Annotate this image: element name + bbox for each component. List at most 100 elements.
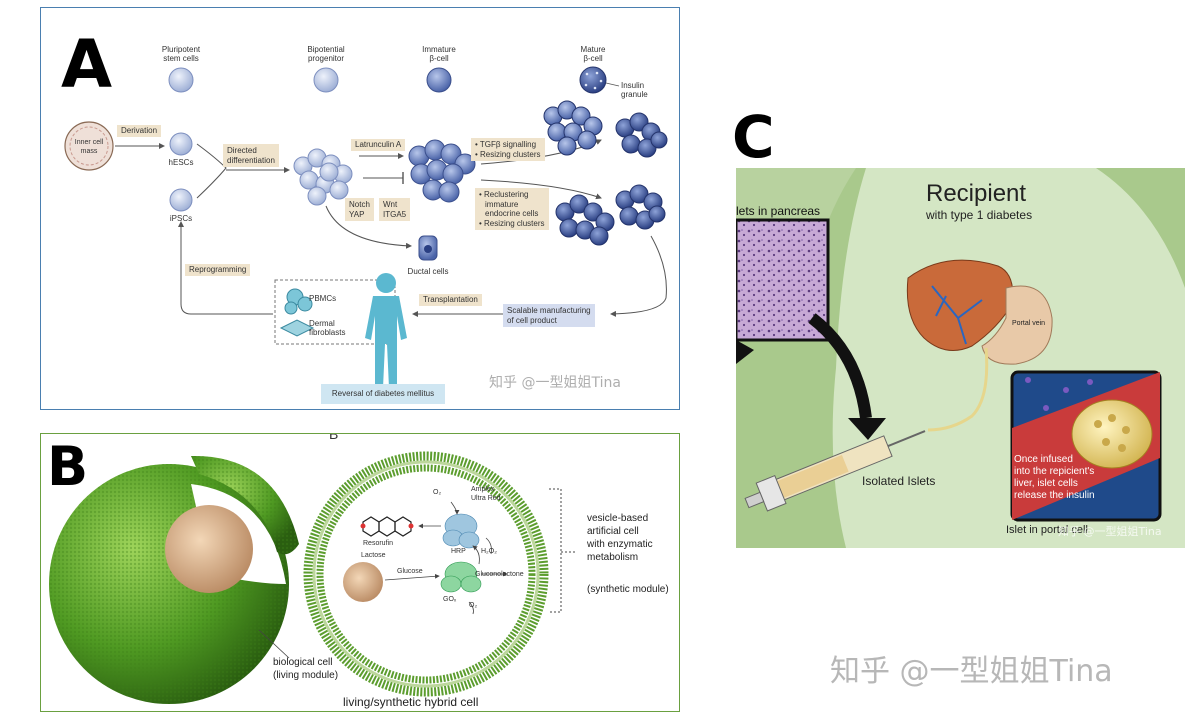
- label-biological-cell-line-1: biological cell: [273, 657, 333, 668]
- panel-b-diagram: [49, 451, 575, 704]
- ipsc-cell-icon: [169, 188, 193, 212]
- panel-b-corner-letter: B: [329, 433, 339, 442]
- label-vesicle-line-4: metabolism: [587, 552, 639, 563]
- label-ipscs: iPSCs: [169, 214, 193, 223]
- panel-b-letter: B: [47, 435, 89, 498]
- mature-cluster-bottom-right-icon: [615, 184, 666, 230]
- label-infused-line-2: into the repicient's: [1014, 466, 1095, 477]
- label-dermal-1: Dermal: [309, 319, 335, 328]
- infusion-tube: [927, 347, 989, 432]
- label-isolated-islets: Isolated Islets: [862, 474, 936, 488]
- hesc-cell-icon: [169, 132, 193, 156]
- label-mature-1: Mature: [580, 45, 606, 54]
- tag-tgfb: • TGFβ signalling • Resizing clusters: [471, 138, 545, 162]
- tag-directed-line-2: differentiation: [227, 155, 275, 165]
- label-ductal-cells: Ductal cells: [407, 267, 449, 276]
- label-vesicle-line-3: with enzymatic: [587, 539, 653, 550]
- tag-scalable: Scalable manufacturing of cell product: [503, 304, 595, 328]
- label-vesicle-line-1: vesicle-based: [587, 513, 649, 524]
- vesicle-ring-outer: [303, 451, 549, 697]
- pluripotent-cell-icon: [168, 67, 194, 93]
- panel-a: A Pluripotent stem cells Bipotential pro…: [40, 7, 680, 410]
- label-resorufin: Resorufin: [363, 540, 393, 547]
- panel-c: lets in pancreas Recipient with type 1 d…: [736, 168, 1185, 548]
- label-o2-bottom: O₂: [469, 602, 478, 609]
- label-infused-line-1: Once infused: [1014, 454, 1073, 465]
- label-inner-cell-1: Inner cell: [74, 139, 104, 146]
- panel-a-letter: A: [61, 26, 113, 103]
- label-pluripotent-1: Pluripotent: [161, 45, 201, 54]
- label-o2-top: O₂: [433, 489, 442, 496]
- human-figure-icon: [365, 273, 407, 388]
- label-hrp: HRP: [451, 548, 466, 555]
- tag-recluster-line-2: immature: [485, 199, 519, 209]
- lactose-cell-icon: [343, 562, 383, 602]
- label-infused-line-4: release the insulin: [1014, 490, 1095, 501]
- label-biological-cell-line-2: (living module): [273, 670, 339, 681]
- label-bipotential-1: Bipotential: [307, 45, 345, 54]
- immature-cluster-icon: [408, 139, 476, 203]
- label-insulin-1: Insulin: [621, 81, 645, 90]
- label-recipient: Recipient: [926, 180, 1027, 207]
- label-pbmcs: PBMCs: [309, 294, 337, 303]
- label-infused-line-3: liver, islet cells: [1014, 478, 1078, 489]
- label-dermal-2: fibroblasts: [309, 328, 346, 337]
- label-gluconolactone: Gluconolactone: [475, 571, 524, 578]
- panel-c-watermark: 知乎 @一型姐姐Tina: [1058, 525, 1162, 538]
- label-immature-1: Immature: [422, 45, 456, 54]
- tag-recluster-line-3: endocrine cells: [485, 209, 539, 219]
- label-h2o2: H₂O₂: [481, 548, 497, 555]
- tag-tgfb-line-2: • Resizing clusters: [475, 149, 541, 159]
- tag-recluster-line-4: • Resizing clusters: [479, 218, 545, 228]
- label-inner-cell-2: mass: [80, 148, 98, 155]
- panel-c-letter: C: [732, 103, 775, 171]
- tag-directed-1: Directed differentiation: [223, 144, 279, 168]
- label-immature-2: β-cell: [429, 54, 449, 63]
- tag-recluster: • Reclustering immature endocrine cells …: [475, 188, 549, 231]
- tag-recluster-line-1: • Reclustering: [479, 190, 529, 199]
- label-hybrid-title: living/synthetic hybrid cell: [343, 695, 479, 709]
- label-amplex-2: Ultra Red: [471, 495, 501, 502]
- tag-notch: Notch: [349, 200, 370, 209]
- label-synthetic-module: (synthetic module): [587, 584, 669, 595]
- tag-itga5: ITGA5: [383, 209, 407, 219]
- label-mature-2: β-cell: [583, 54, 603, 63]
- tag-latrunculin: Latrunculin A: [351, 139, 406, 151]
- stomach-icon: [981, 285, 1053, 365]
- progenitor-cluster-icon: [293, 148, 353, 206]
- label-vesicle-line-2: artificial cell: [587, 526, 639, 537]
- mature-cluster-bottom-left-icon: [555, 194, 615, 246]
- bipotential-cell-icon: [313, 67, 339, 93]
- label-reversal: Reversal of diabetes mellitus: [321, 384, 445, 404]
- tag-notch-yap: Notch YAP: [345, 198, 374, 222]
- panel-a-watermark: 知乎 @一型姐姐Tina: [489, 375, 621, 391]
- label-bipotential-2: progenitor: [307, 54, 345, 63]
- label-amplex-1: Amplex: [471, 486, 495, 493]
- gox-enzyme-icon: [440, 561, 482, 593]
- hrp-enzyme-icon: [442, 513, 480, 549]
- mature-cluster-top-left-icon: [543, 100, 603, 156]
- label-glucose: Glucose: [397, 568, 423, 575]
- liver-icon: [906, 259, 1014, 351]
- immature-cell-icon: [426, 67, 452, 93]
- label-hescs: hESCs: [168, 158, 194, 167]
- label-islet-in-portal: Islet in portal cell: [1006, 524, 1088, 536]
- tag-derivation: Derivation: [117, 125, 162, 137]
- resorufin-molecule-icon: [362, 516, 412, 537]
- vesicle-ring-inner: [316, 464, 536, 684]
- label-vesicle: vesicle-based artificial cell with enzym…: [587, 512, 653, 564]
- page-watermark: 知乎 @一型姐姐Tina: [830, 654, 1113, 689]
- label-gox: GOₓ: [443, 596, 457, 603]
- label-lactose: Lactose: [361, 552, 386, 559]
- tag-wnt: Wnt: [383, 200, 398, 209]
- syringe-icon: [744, 430, 926, 512]
- tag-reprogramming: Reprogramming: [185, 264, 251, 276]
- fibroblast-icon: [279, 319, 315, 337]
- islet-cluster-icon: [1071, 399, 1153, 469]
- mature-cluster-top-right-icon: [615, 112, 668, 158]
- label-biological-cell: biological cell (living module): [273, 656, 338, 682]
- tag-wnt-itga5: Wnt ITGA5: [379, 198, 411, 222]
- label-pluripotent-2: stem cells: [163, 54, 199, 63]
- tag-directed-line-1: Directed: [227, 146, 257, 155]
- tag-tgfb-line-1: • TGFβ signalling: [475, 140, 537, 149]
